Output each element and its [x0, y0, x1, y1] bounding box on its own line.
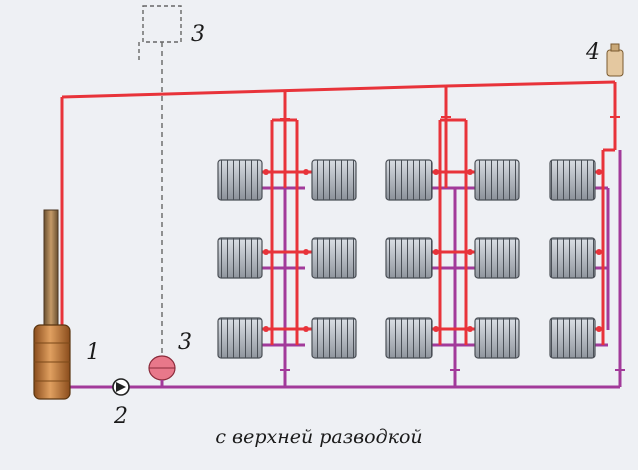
- label-pump: 2: [114, 404, 128, 429]
- radiator: [474, 317, 520, 359]
- radiator: [311, 237, 357, 279]
- label-open-tank: 3: [191, 22, 205, 47]
- label-boiler: 1: [86, 340, 100, 365]
- circulation-pump: [112, 378, 130, 396]
- radiator: [474, 159, 520, 201]
- expansion-tank: [148, 355, 176, 387]
- radiator: [217, 237, 263, 279]
- radiator: [549, 237, 596, 279]
- radiator: [385, 317, 433, 359]
- radiator: [311, 159, 357, 201]
- radiator: [217, 317, 263, 359]
- radiator-valves: [263, 169, 602, 332]
- diagram-caption: с верхней разводкой: [215, 426, 423, 448]
- radiator: [474, 237, 520, 279]
- supply-valves: [280, 113, 620, 123]
- open-expansion-tank-dashed: [138, 5, 182, 365]
- radiator: [217, 159, 263, 201]
- boiler: [33, 209, 71, 400]
- return-valves: [280, 366, 625, 374]
- radiator: [385, 159, 433, 201]
- radiators: [217, 159, 596, 359]
- radiator: [385, 237, 433, 279]
- radiator: [311, 317, 357, 359]
- supply-pipes: [60, 80, 617, 345]
- air-vent: [606, 43, 624, 77]
- radiator: [549, 159, 596, 201]
- label-air-vent: 4: [586, 40, 600, 65]
- label-expansion-tank: 3: [178, 330, 192, 355]
- radiator: [549, 317, 596, 359]
